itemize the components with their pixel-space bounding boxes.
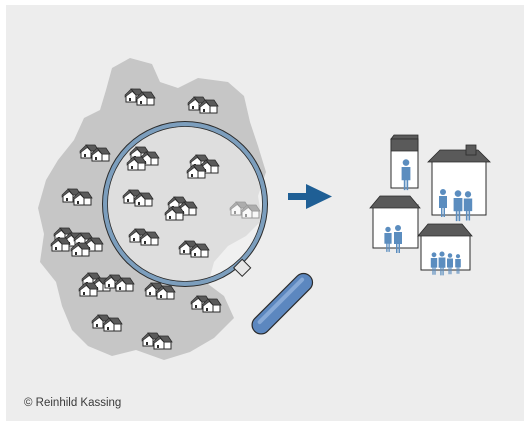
copyright-credit: © Reinhild Kassing bbox=[24, 397, 122, 409]
magnifying-glass-icon bbox=[102, 121, 314, 335]
arrow-right-icon bbox=[288, 184, 332, 209]
household-icon bbox=[369, 134, 491, 276]
